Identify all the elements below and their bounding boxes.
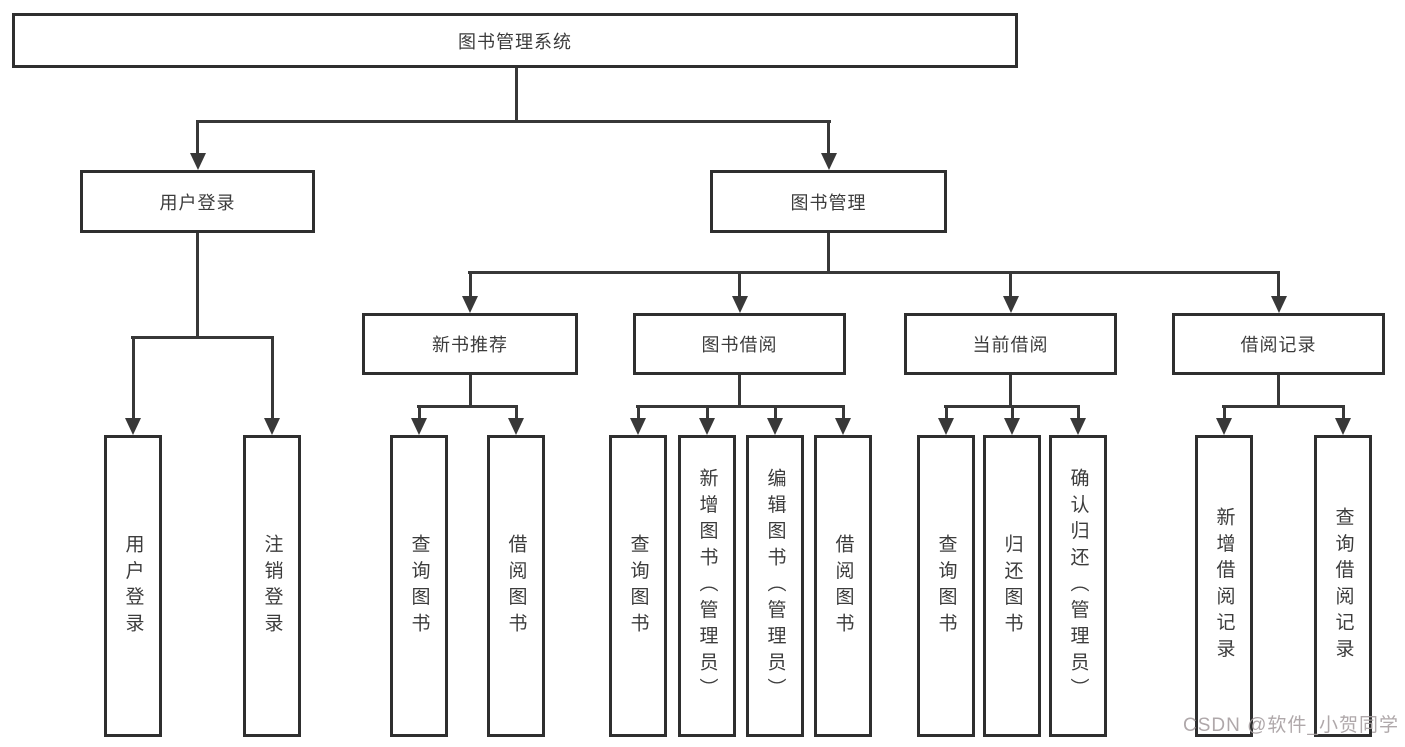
arrow-down-icon: [1335, 418, 1351, 435]
connector-line: [774, 405, 777, 419]
leaf-label: 查询图书: [627, 533, 649, 639]
connector-line: [131, 336, 274, 339]
node-borrow-records: 借阅记录: [1172, 313, 1385, 375]
leaf-label: 借阅图书: [832, 533, 854, 639]
connector-line: [738, 271, 741, 297]
connector-line: [1277, 271, 1280, 297]
arrow-down-icon: [1271, 296, 1287, 313]
leaf-label: 编辑图书（管理员）: [764, 468, 786, 704]
node-label: 图书管理: [790, 192, 867, 213]
arrow-down-icon: [190, 153, 206, 170]
arrow-down-icon: [938, 418, 954, 435]
connector-line: [469, 271, 472, 297]
arrow-down-icon: [835, 418, 851, 435]
connector-line: [1223, 405, 1226, 419]
arrow-down-icon: [1216, 418, 1232, 435]
leaf-label: 新增借阅记录: [1213, 507, 1235, 665]
arrow-down-icon: [125, 418, 141, 435]
connector-line: [827, 120, 830, 155]
node-label: 新书推荐: [432, 335, 508, 355]
connector-line: [132, 336, 135, 419]
leaf-borrow-books: 借阅图书: [814, 435, 872, 737]
leaf-user-login: 用户登录: [104, 435, 162, 737]
arrow-down-icon: [1003, 296, 1019, 313]
leaf-label: 注销登录: [261, 533, 283, 639]
leaf-query-books-borrowing: 查询图书: [609, 435, 667, 737]
connector-line: [945, 405, 948, 419]
node-label: 借阅记录: [1240, 335, 1317, 355]
csdn-watermark: CSDN @软件_小贺同学: [1183, 715, 1399, 736]
arrow-down-icon: [411, 418, 427, 435]
connector-line: [1277, 375, 1280, 405]
connector-line: [1077, 405, 1080, 419]
connector-line: [271, 336, 274, 419]
connector-line: [515, 405, 518, 419]
arrow-down-icon: [767, 418, 783, 435]
connector-line: [1222, 405, 1345, 408]
node-new-book-recommend: 新书推荐: [362, 313, 578, 375]
node-user-login: 用户登录: [80, 170, 315, 233]
leaf-label: 借阅图书: [505, 533, 527, 639]
connector-line: [637, 405, 640, 419]
leaf-query-books-recommend: 查询图书: [390, 435, 448, 737]
leaf-query-books-current: 查询图书: [917, 435, 975, 737]
leaf-return-books: 归还图书: [983, 435, 1041, 737]
connector-line: [842, 405, 845, 419]
connector-line: [196, 233, 199, 336]
leaf-logout: 注销登录: [243, 435, 301, 737]
connector-line: [469, 375, 472, 405]
connector-line: [418, 405, 421, 419]
connector-line: [827, 233, 830, 271]
leaf-label: 用户登录: [122, 533, 144, 639]
node-current-borrowing: 当前借阅: [904, 313, 1117, 375]
connector-line: [706, 405, 709, 419]
leaf-add-borrow-record: 新增借阅记录: [1195, 435, 1253, 737]
connector-line: [196, 120, 199, 155]
arrow-down-icon: [821, 153, 837, 170]
node-library-system: 图书管理系统: [12, 13, 1018, 68]
arrow-down-icon: [732, 296, 748, 313]
leaf-label: 查询图书: [408, 533, 430, 639]
arrow-down-icon: [508, 418, 524, 435]
arrow-down-icon: [630, 418, 646, 435]
arrow-down-icon: [462, 296, 478, 313]
arrow-down-icon: [699, 418, 715, 435]
connector-line: [196, 120, 831, 123]
leaf-label: 查询借阅记录: [1332, 507, 1354, 665]
leaf-add-books-admin: 新增图书（管理员）: [678, 435, 736, 737]
connector-line: [468, 271, 1280, 274]
connector-line: [1009, 271, 1012, 297]
leaf-label: 归还图书: [1001, 533, 1023, 639]
arrow-down-icon: [1070, 418, 1086, 435]
leaf-edit-books-admin: 编辑图书（管理员）: [746, 435, 804, 737]
leaf-borrow-books-recommend: 借阅图书: [487, 435, 545, 737]
connector-line: [1011, 405, 1014, 419]
node-book-management: 图书管理: [710, 170, 947, 233]
node-label: 当前借阅: [972, 335, 1049, 355]
connector-line: [1342, 405, 1345, 419]
node-label: 图书管理系统: [458, 31, 572, 52]
leaf-query-borrow-record: 查询借阅记录: [1314, 435, 1372, 737]
arrow-down-icon: [1004, 418, 1020, 435]
leaf-label: 新增图书（管理员）: [696, 468, 718, 704]
node-label: 用户登录: [159, 192, 236, 213]
leaf-confirm-return-admin: 确认归还（管理员）: [1049, 435, 1107, 737]
connector-line: [636, 405, 845, 408]
connector-line: [738, 375, 741, 405]
leaf-label: 查询图书: [935, 533, 957, 639]
connector-line: [515, 68, 518, 120]
node-book-borrowing: 图书借阅: [633, 313, 846, 375]
arrow-down-icon: [264, 418, 280, 435]
connector-line: [1009, 375, 1012, 405]
node-label: 图书借阅: [701, 335, 778, 355]
connector-line: [417, 405, 518, 408]
leaf-label: 确认归还（管理员）: [1067, 468, 1089, 704]
